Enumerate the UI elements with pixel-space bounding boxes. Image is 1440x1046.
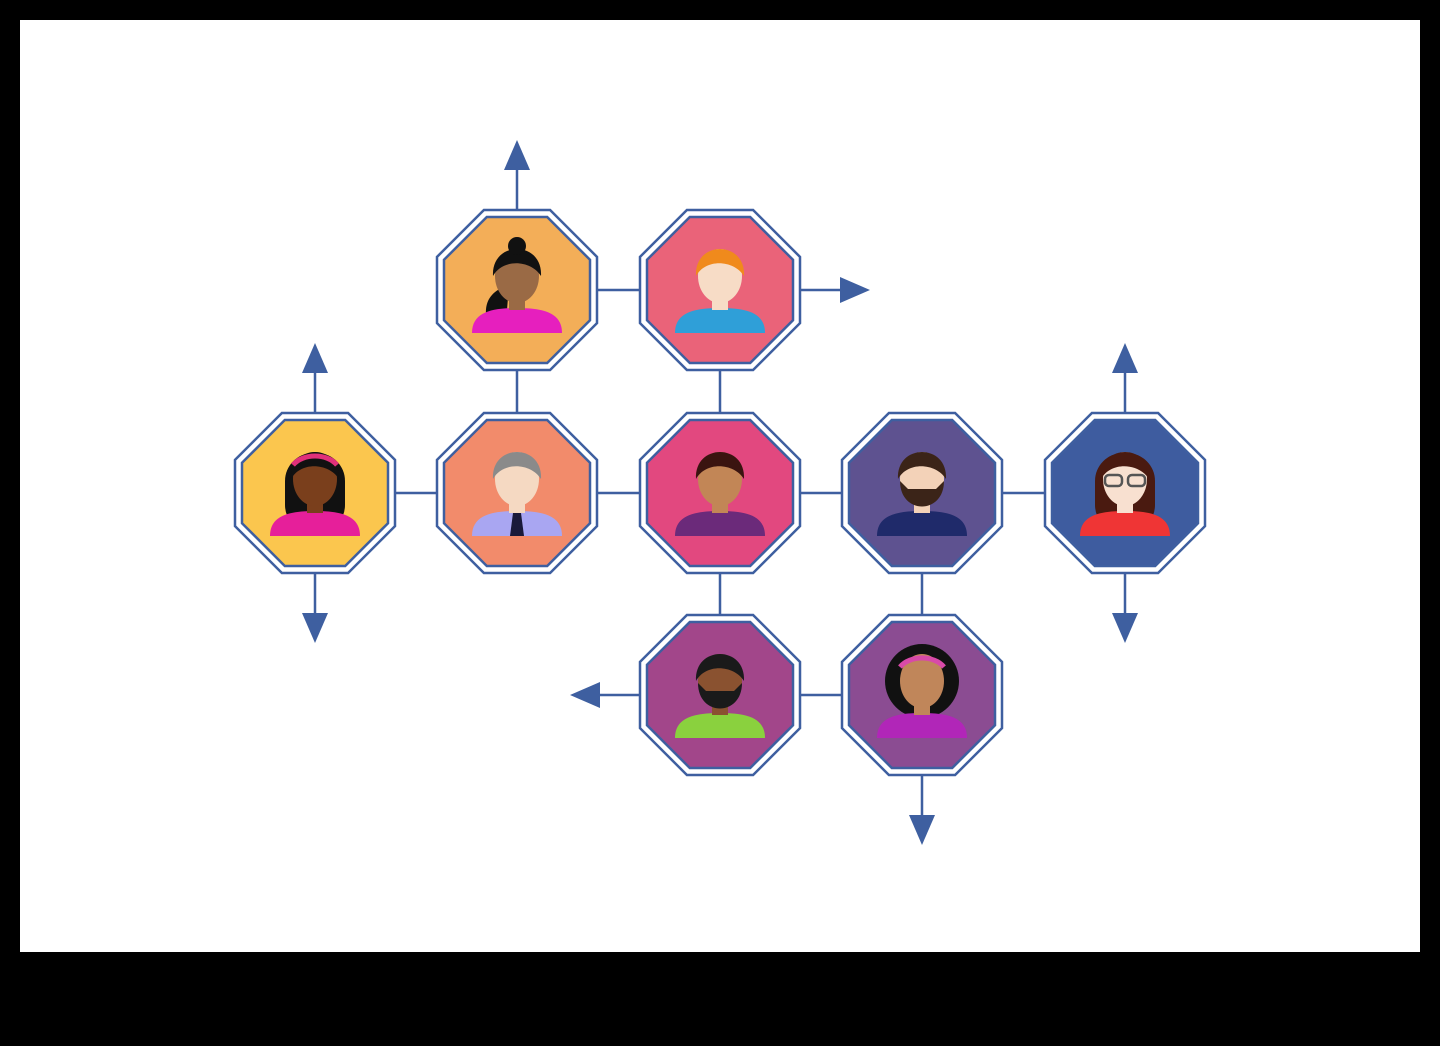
nodes: [233, 208, 1207, 777]
tie: [510, 513, 524, 536]
node-man-ginger: [638, 208, 802, 372]
glasses-icon: [1126, 473, 1147, 488]
hair-bun: [508, 237, 526, 255]
arrowhead-icon: [1112, 613, 1138, 643]
arrowhead-icon: [504, 140, 530, 170]
shirt: [877, 511, 967, 536]
shirt: [877, 713, 967, 738]
avatar-icon: [472, 237, 562, 333]
avatar-icon: [270, 452, 360, 536]
hair-top: [492, 452, 542, 479]
shirt: [675, 308, 765, 333]
node-woman-short-hair: [638, 411, 802, 575]
hair-top: [695, 452, 745, 479]
node-woman-curly: [840, 613, 1004, 777]
avatar-icon: [1080, 452, 1170, 536]
shirt: [675, 713, 765, 738]
arrowhead-icon: [302, 343, 328, 373]
avatar-icon: [877, 644, 967, 738]
avatar-icon: [675, 654, 765, 738]
avatar-icon: [877, 452, 967, 536]
headband: [898, 655, 946, 669]
hair-top: [897, 452, 947, 479]
shirt: [472, 308, 562, 333]
glasses-icon: [1103, 473, 1124, 488]
avatar-icon: [472, 452, 562, 536]
shirt: [675, 511, 765, 536]
arrowhead-icon: [1112, 343, 1138, 373]
headband: [291, 453, 339, 467]
arrowhead-icon: [570, 682, 600, 708]
beard: [698, 683, 742, 709]
arrowhead-icon: [909, 815, 935, 845]
avatar-icon: [675, 249, 765, 333]
node-woman-ponytail: [435, 208, 599, 372]
hair-top: [492, 249, 542, 276]
arrowhead-icon: [302, 613, 328, 643]
avatar-icon: [675, 452, 765, 536]
node-woman-headband: [233, 411, 397, 575]
arrowhead-icon: [840, 277, 870, 303]
node-man-goatee: [638, 613, 802, 777]
node-man-beard: [840, 411, 1004, 575]
hair-top: [695, 654, 745, 681]
node-man-gray-tie: [435, 411, 599, 575]
hair-top: [695, 249, 745, 276]
shirt: [270, 511, 360, 536]
face: [900, 654, 944, 708]
beard: [900, 481, 944, 507]
hair-top: [1100, 452, 1150, 479]
node-woman-glasses: [1043, 411, 1207, 575]
shirt: [1080, 511, 1170, 536]
